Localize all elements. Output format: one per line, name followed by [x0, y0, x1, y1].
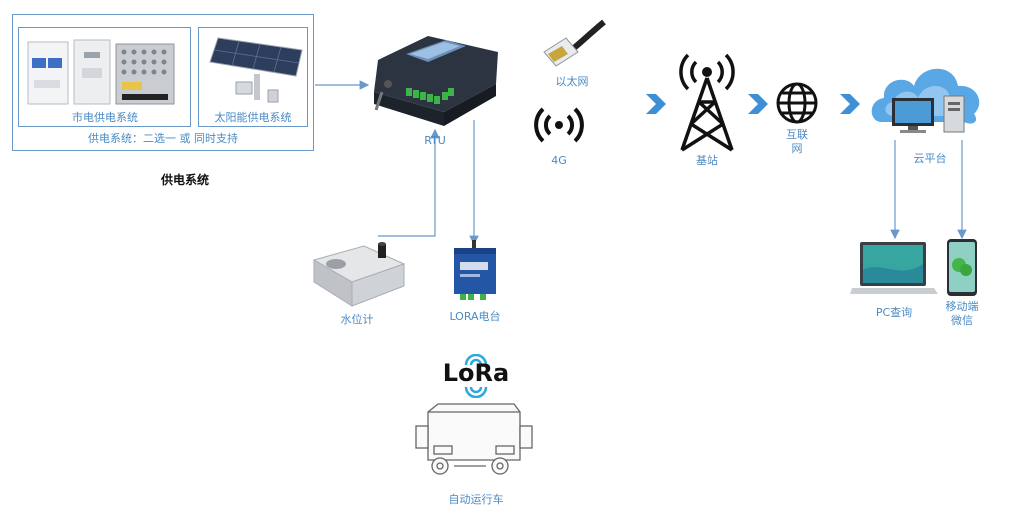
- mobile-wechat-label: 移动端微信: [945, 300, 979, 327]
- phone-icon: [947, 239, 977, 296]
- ethernet-label: 以太网: [555, 75, 589, 88]
- meter-to-rtu-arrow: [378, 128, 440, 237]
- rtu-label: RTU: [424, 134, 446, 147]
- 4g-label: 4G: [551, 154, 567, 167]
- cloud-platform-label: 云平台: [913, 152, 947, 165]
- solar-panel-icon: [209, 37, 303, 103]
- cell-tower-icon: [679, 53, 735, 152]
- supply-system-box: [12, 14, 314, 151]
- supply-note-label: 供电系统：二选一 或 同时支持: [88, 132, 238, 145]
- globe-icon: [776, 82, 818, 124]
- internet-label: 互联网: [786, 128, 808, 155]
- rtu-device-icon: [374, 36, 498, 126]
- ethernet-plug-icon: [543, 19, 606, 67]
- water-meter-label: 水位计: [340, 313, 374, 326]
- supply-system-title: 供电系统: [160, 173, 209, 187]
- grid-power-box: [18, 27, 191, 127]
- breaker-icon: [27, 39, 175, 105]
- solar-power-box: [198, 27, 308, 127]
- lora-station-label: LORA电台: [449, 310, 501, 323]
- lora-signal-arc-icon: [464, 354, 488, 366]
- base-station-label: 基站: [696, 154, 718, 167]
- wireless-signal-icon: [534, 107, 584, 143]
- vehicle-label: 自动运行车: [448, 493, 504, 506]
- lora-signal-arc-bottom-icon: [464, 386, 488, 398]
- grid-power-label: 市电供电系统: [72, 111, 138, 124]
- solar-power-label: 太阳能供电系统: [214, 111, 292, 124]
- vehicle-icon: [415, 403, 533, 475]
- cloud-computer-icon: [871, 68, 980, 133]
- chevron-right-icon: [840, 94, 860, 114]
- water-level-meter-icon: [312, 242, 406, 307]
- lora-radio-icon: [454, 240, 496, 300]
- laptop-icon: [850, 242, 938, 294]
- chevron-right-icon: [646, 94, 666, 114]
- chevron-right-icon: [748, 94, 768, 114]
- pc-query-label: PC查询: [875, 306, 913, 319]
- lora-logo-text: LoRa: [442, 359, 510, 387]
